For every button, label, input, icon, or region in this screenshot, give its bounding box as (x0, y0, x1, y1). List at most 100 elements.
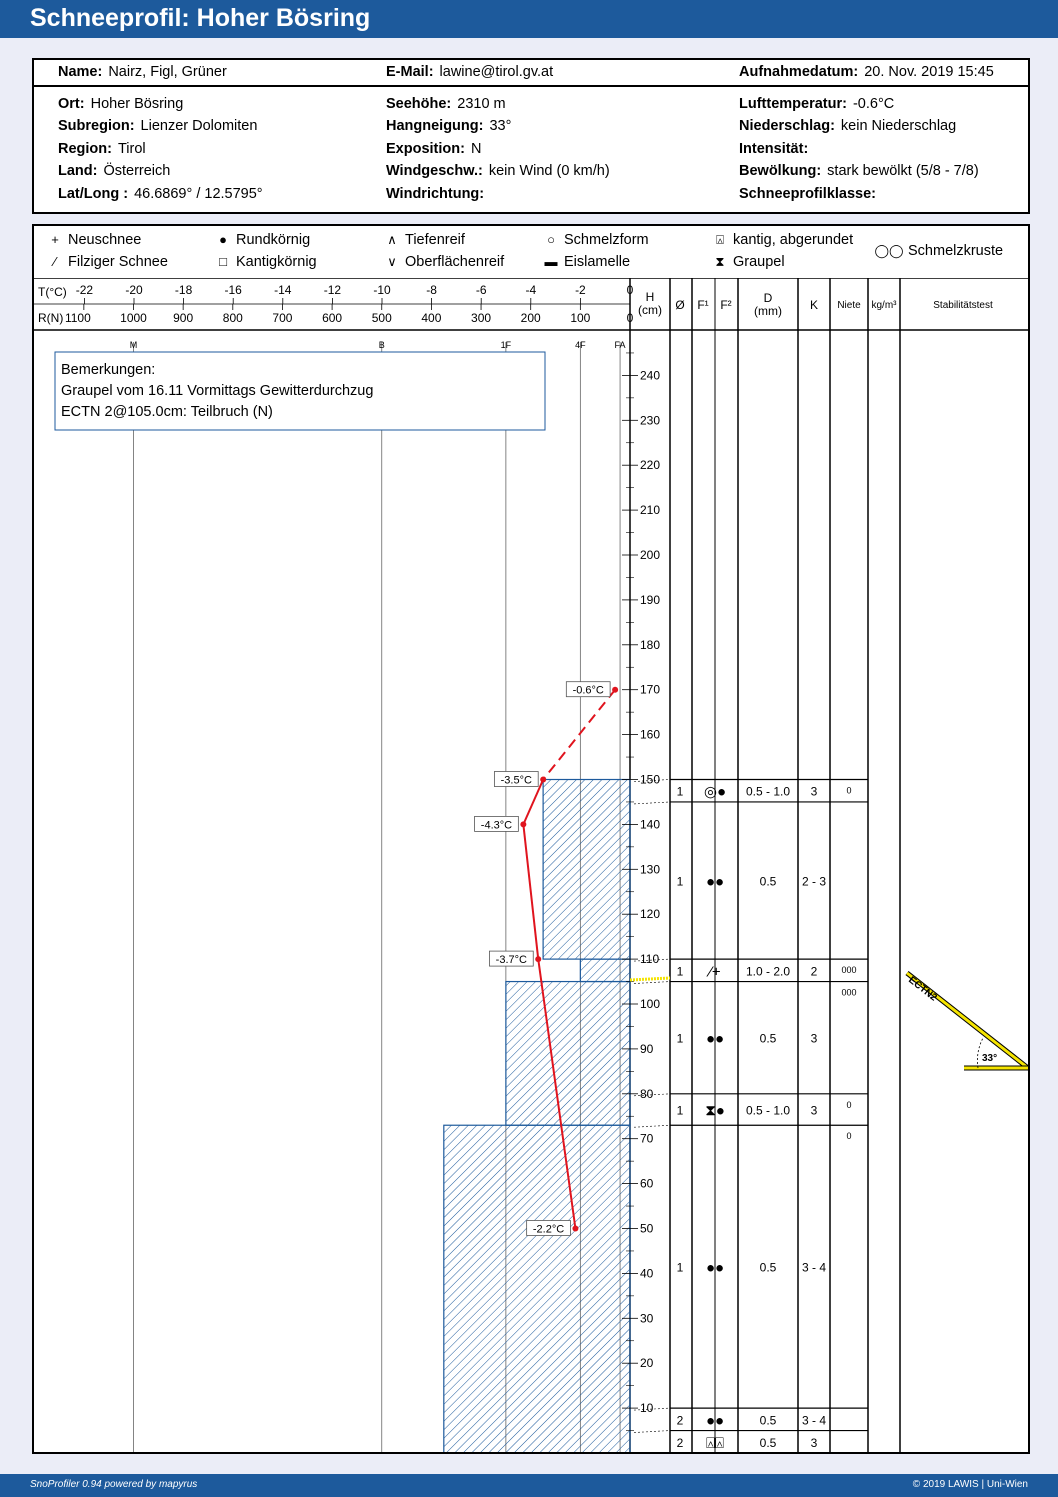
remarks-box: Bemerkungen: Graupel vom 16.11 Vormittag… (54, 351, 546, 431)
test-label: ECTN2 (906, 975, 939, 1004)
temperature-point (612, 686, 619, 693)
legend-item: ∨Oberflächenreif (379, 254, 504, 270)
open-circle-icon: ○ (547, 232, 555, 247)
height-tick-label: 120 (640, 907, 660, 921)
cell-diameter: 1 (677, 875, 684, 889)
windgeschw-field: Windgeschw.:kein Wind (0 km/h) (386, 163, 610, 179)
temperature-label-box (489, 950, 534, 967)
exposition-field: Exposition:N (386, 141, 482, 157)
header-k: K (810, 298, 818, 312)
legend-item: ○Schmelzform (538, 232, 649, 248)
padlock-icon: ⍓ (716, 232, 724, 247)
email-field: E-Mail:lawine@tirol.gv.at (386, 64, 554, 80)
hardness-layers (443, 778, 631, 1452)
caret-up-icon: ∧ (387, 232, 397, 247)
temp-tick-label: -2 (575, 283, 586, 297)
test-level-line (629, 976, 671, 982)
cell-niete: 0 (846, 786, 851, 796)
filled-circle-icon: ● (219, 232, 227, 247)
snow-layer (579, 958, 631, 983)
header-h-1: H (646, 290, 655, 304)
profile-panel: +Neuschnee ⁄Filziger Schnee ●Rundkörnig … (32, 224, 1030, 1454)
schneeprofilklasse-field: Schneeprofilklasse: (739, 186, 876, 202)
height-tick-label: 60 (640, 1177, 654, 1191)
rn-tick-label: 600 (322, 311, 342, 325)
height-tick-label: 70 (640, 1132, 654, 1146)
temp-tick-label: -22 (76, 283, 94, 297)
stability-test: 33° ECTN2 (629, 971, 1028, 1071)
cell-grain: ●● (706, 1412, 724, 1429)
legend-item: ∧Tiefenreif (379, 232, 465, 248)
height-axis: 1020304050607080901001101201301401501601… (622, 352, 660, 1431)
cell-grain: ●● (706, 874, 724, 891)
temperature-label: -3.7°C (496, 954, 527, 966)
latlong-field: Lat/Long :46.6869° / 12.5795° (58, 186, 263, 202)
header-diameter: Ø (675, 298, 684, 312)
cell-grain: ⧗● (705, 1103, 725, 1120)
legend-item: ▬Eislamelle (538, 254, 631, 270)
height-tick-label: 220 (640, 458, 660, 472)
legend-item: □Kantigkörnig (210, 254, 317, 270)
cell-niete: 000 (841, 988, 856, 998)
temperature-label-box (474, 816, 519, 832)
height-tick-label: 210 (640, 503, 660, 517)
height-tick-label: 80 (640, 1087, 654, 1101)
melt-crust-icon: ◯◯ (874, 243, 904, 258)
rn-tick-label: 1000 (120, 311, 147, 325)
row-connector (633, 801, 671, 805)
temperature-segment (522, 779, 545, 825)
temperature-segment (542, 689, 616, 781)
legend-item: ◯◯Schmelzkruste (870, 243, 1003, 259)
cell-d: 1.0 - 2.0 (746, 964, 790, 978)
temp-tick-label: 0 (627, 283, 634, 297)
height-tick-label: 190 (640, 593, 660, 607)
angle-arc (977, 1037, 984, 1069)
grain-legend: +Neuschnee ⁄Filziger Schnee ●Rundkörnig … (34, 226, 1028, 278)
cell-grain: ⁄+ (705, 963, 721, 980)
legend-item: ⁄Filziger Schnee (42, 254, 168, 270)
height-tick-label: 200 (640, 548, 660, 562)
temperature-point (520, 821, 527, 828)
temperature-segment (522, 824, 540, 960)
height-tick-label: 150 (640, 773, 660, 787)
cell-k: 2 (811, 964, 818, 978)
cell-k: 3 (811, 785, 818, 799)
footer-credit: SnoProfiler 0.94 powered by mapyrus (30, 1479, 198, 1490)
remarks-line: Graupel vom 16.11 Vormittags Gewitterdur… (61, 383, 373, 399)
header-divider (34, 85, 1028, 87)
temperature-segment (537, 958, 577, 1229)
cell-d: 0.5 - 1.0 (746, 1104, 790, 1118)
hardness-label: FA (615, 340, 626, 350)
rn-tick-label: 100 (570, 311, 590, 325)
temp-tick-label: -10 (373, 283, 391, 297)
hardness-label: B (379, 340, 385, 350)
temp-tick-label: -12 (324, 283, 342, 297)
temperature-point (540, 776, 547, 783)
cell-k: 3 - 4 (802, 1261, 826, 1275)
seehoehe-field: Seehöhe:2310 m (386, 96, 506, 112)
temperature-point (572, 1225, 579, 1232)
height-tick-label: 30 (640, 1311, 654, 1325)
legend-item: +Neuschnee (42, 232, 141, 248)
height-tick-label: 180 (640, 638, 660, 652)
cell-diameter: 1 (677, 785, 684, 799)
temperature-label: -3.5°C (501, 775, 532, 787)
remarks-title: Bemerkungen: (61, 362, 155, 378)
height-tick-label: 160 (640, 728, 660, 742)
slash-icon: ⁄ (53, 254, 57, 269)
cell-k: 3 - 4 (802, 1413, 826, 1427)
rn-tick-label: 700 (272, 311, 292, 325)
temp-tick-label: -16 (225, 283, 243, 297)
name-field: Name:Nairz, Figl, Grüner (58, 64, 227, 80)
plus-icon: + (51, 232, 59, 247)
legend-item: ⧗Graupel (707, 254, 784, 270)
height-tick-label: 230 (640, 413, 660, 427)
snow-layer (443, 1124, 631, 1452)
windrichtung-field: Windrichtung: (386, 186, 485, 202)
rn-tick-label: 900 (173, 311, 193, 325)
rn-tick-label: 800 (223, 311, 243, 325)
test-slope (906, 971, 1028, 1070)
height-tick-label: 100 (640, 997, 660, 1011)
cell-grain: ⍓⍓ (706, 1435, 724, 1452)
hardness-label: 1F (501, 340, 512, 350)
